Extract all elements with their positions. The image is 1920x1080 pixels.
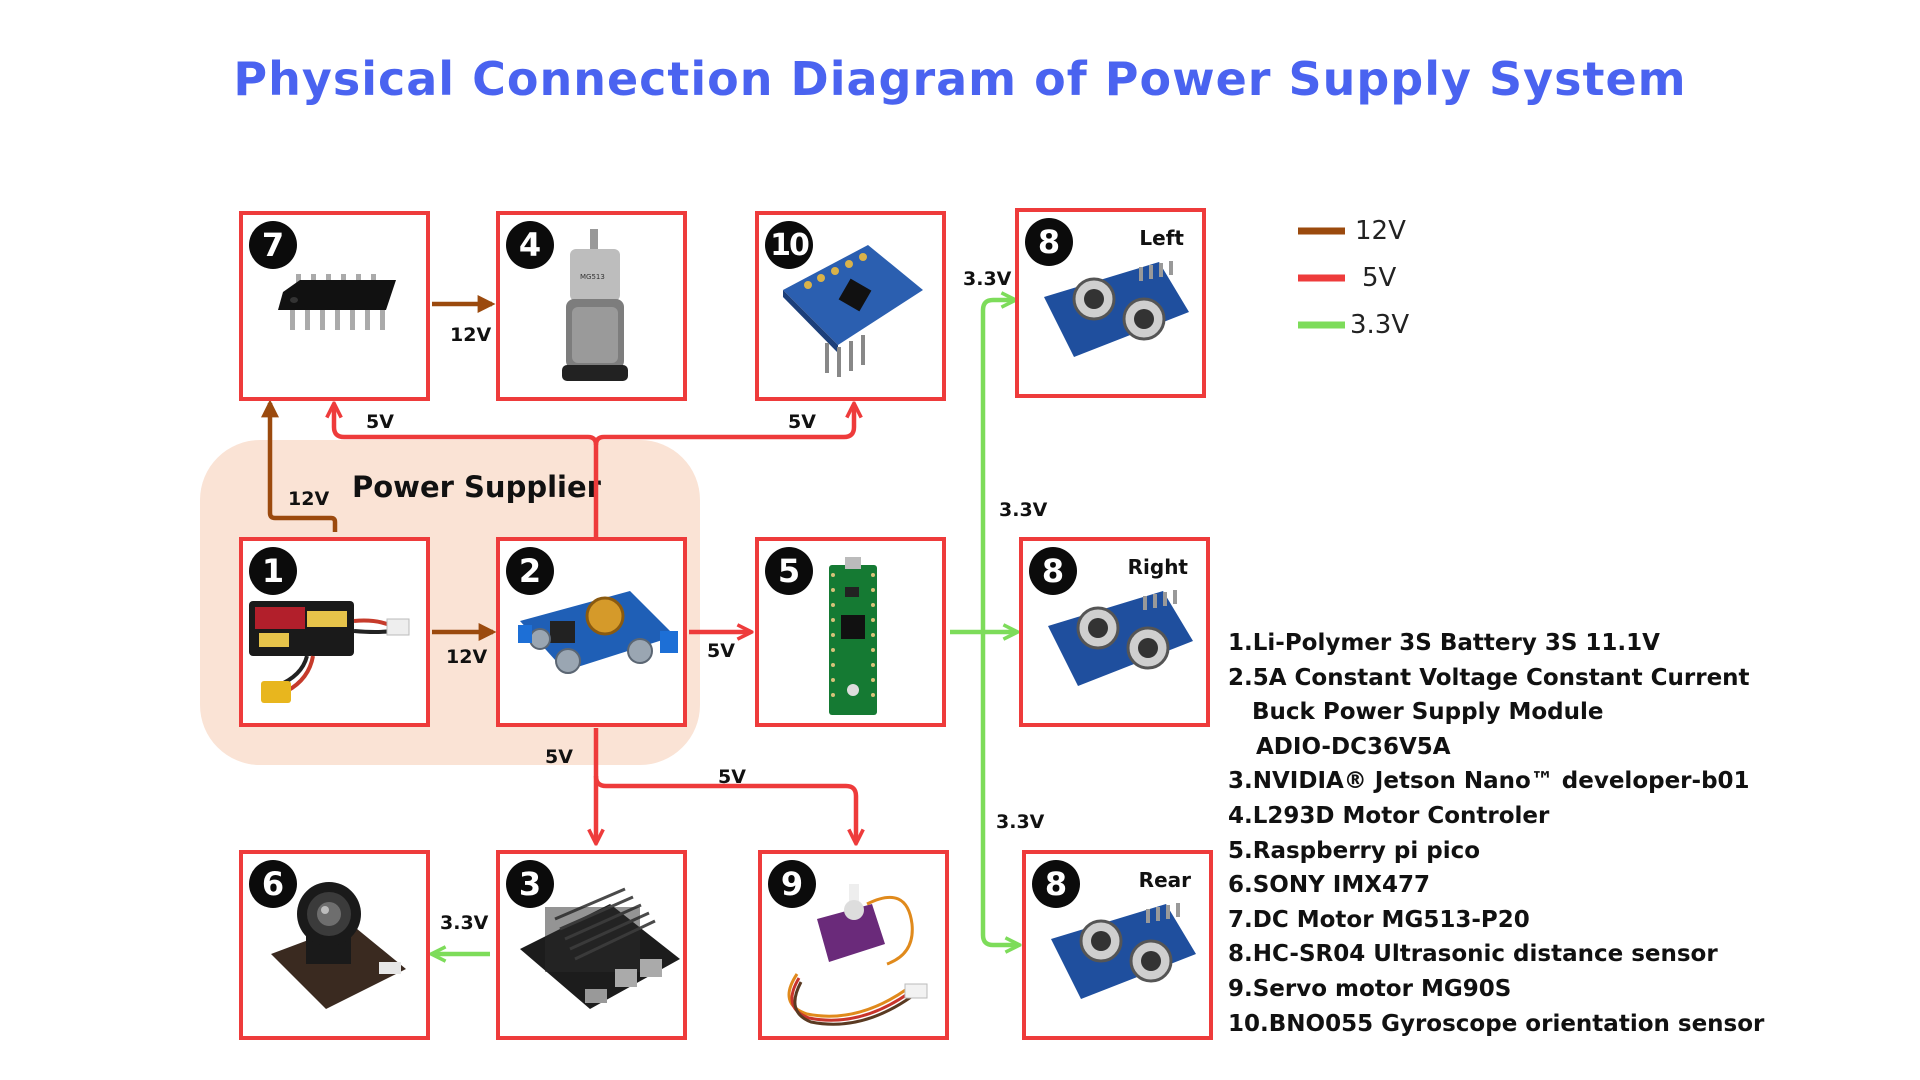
component-number-8-left: 8 xyxy=(1025,218,1073,266)
wire-label-2-3: 5V xyxy=(545,746,573,768)
component-box-8-rear: 8 Rear xyxy=(1022,850,1213,1040)
wire-5-to-8-rear xyxy=(980,632,1018,945)
wire-2-to-10 xyxy=(593,405,854,446)
wire-label-5v-right: 5V xyxy=(788,411,816,433)
parts-list-item: 8.HC-SR04 Ultrasonic distance sensor xyxy=(1228,941,1718,968)
camera-module-image xyxy=(271,882,406,1009)
legend-label-5v: 5V xyxy=(1362,263,1397,293)
parts-list-item: 6.SONY IMX477 xyxy=(1228,872,1430,899)
component-number-8-right: 8 xyxy=(1029,547,1077,595)
wire-label-8-right: 3.3V xyxy=(999,499,1048,521)
ultrasonic-sensor-image xyxy=(1048,590,1193,686)
wire-label-2-9: 5V xyxy=(718,766,746,788)
component-number-1: 1 xyxy=(249,547,297,595)
wire-label-1-7: 12V xyxy=(288,488,330,510)
wire-label-7-4: 12V xyxy=(450,324,492,346)
component-number-3: 3 xyxy=(506,860,554,908)
component-number-9: 9 xyxy=(768,860,816,908)
gyroscope-board-image xyxy=(783,245,923,377)
parts-list-item: 2.5A Constant Voltage Constant Current xyxy=(1228,664,1750,691)
component-number-4: 4 xyxy=(506,221,554,269)
lipo-battery-image xyxy=(249,601,410,703)
pico-board-image xyxy=(829,557,877,715)
wire-label-1-2: 12V xyxy=(446,646,488,668)
wire-label-8-rear: 3.3V xyxy=(996,811,1045,833)
diagram-title: Physical Connection Diagram of Power Sup… xyxy=(233,52,1687,106)
wire-2-to-9 xyxy=(593,775,856,842)
component-box-8-left: 8 Left xyxy=(1015,208,1206,398)
wire-label-8-left: 3.3V xyxy=(963,268,1012,290)
ic-chip-image xyxy=(278,274,396,330)
parts-list-item: 1.Li-Polymer 3S Battery 3S 11.1V xyxy=(1228,630,1660,656)
component-box-5: 5 xyxy=(755,537,946,727)
component-number-2: 2 xyxy=(506,547,554,595)
component-box-3: 3 xyxy=(496,850,687,1040)
component-box-8-right: 8 Right xyxy=(1019,537,1210,727)
wire-5-to-8-left xyxy=(980,300,1014,632)
buck-module-image xyxy=(518,591,678,674)
parts-list-item: 4.L293D Motor Controler xyxy=(1228,802,1550,829)
component-box-4: 4 MG513 xyxy=(496,211,687,401)
parts-list: 1.Li-Polymer 3S Battery 3S 11.1V 2.5A Co… xyxy=(1228,626,1764,1041)
parts-list-item: 10.BNO055 Gyroscope orientation sensor xyxy=(1228,1010,1765,1037)
ultrasonic-sensor-image xyxy=(1051,903,1196,999)
component-number-7: 7 xyxy=(249,221,297,269)
wire-label-5v-left: 5V xyxy=(366,411,394,433)
component-box-6: 6 xyxy=(239,850,430,1040)
position-tag-left: Left xyxy=(1139,226,1184,250)
power-supplier-label: Power Supplier xyxy=(352,470,601,504)
parts-list-item: 7.DC Motor MG513-P20 xyxy=(1228,906,1530,933)
component-number-6: 6 xyxy=(249,860,297,908)
parts-list-item: Buck Power Supply Module xyxy=(1252,699,1604,726)
svg-text:MG513: MG513 xyxy=(580,273,605,281)
component-number-8-rear: 8 xyxy=(1032,860,1080,908)
wire-1-to-7 xyxy=(261,399,338,532)
component-box-9: 9 xyxy=(758,850,949,1040)
legend-label-12v: 12V xyxy=(1355,216,1406,246)
servo-motor-image xyxy=(787,884,928,1026)
dc-motor-image: MG513 xyxy=(562,229,628,381)
position-tag-rear: Rear xyxy=(1138,868,1191,892)
jetson-nano-image xyxy=(520,887,680,1009)
legend-label-33v: 3.3V xyxy=(1350,310,1410,340)
parts-list-item: 5.Raspberry pi pico xyxy=(1228,837,1481,864)
wire-label-3-6: 3.3V xyxy=(440,912,489,934)
parts-list-item: 9.Servo motor MG90S xyxy=(1228,975,1512,1002)
wire-label-2-5: 5V xyxy=(707,640,735,662)
position-tag-right: Right xyxy=(1127,555,1188,579)
parts-list-item: ADIO-DC36V5A xyxy=(1256,733,1451,760)
component-box-1: 1 xyxy=(239,537,430,727)
ultrasonic-sensor-image xyxy=(1044,261,1189,357)
component-number-10: 10 xyxy=(765,221,813,269)
component-box-7: 7 xyxy=(239,211,430,401)
component-box-10: 10 xyxy=(755,211,946,401)
parts-list-item: 3.NVIDIA® Jetson Nano™ developer-b01 xyxy=(1228,768,1750,795)
component-box-2: 2 xyxy=(496,537,687,727)
component-number-5: 5 xyxy=(765,547,813,595)
